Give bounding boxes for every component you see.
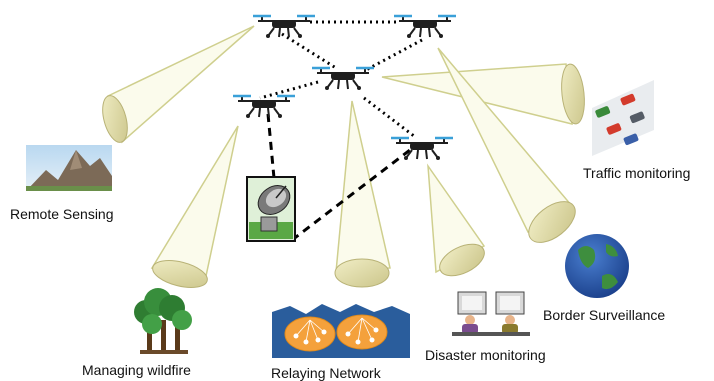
label-remote-sensing: Remote Sensing xyxy=(10,206,114,222)
satellite-dish-icon xyxy=(246,176,296,242)
drone-icon xyxy=(310,66,376,92)
globe-icon xyxy=(565,234,629,298)
drone-icon xyxy=(231,94,297,120)
beam-border xyxy=(437,47,576,243)
computer-operator-icon xyxy=(452,291,530,336)
beam-wildfire xyxy=(150,125,239,288)
drone-icon xyxy=(392,14,458,40)
label-disaster-monitoring: Disaster monitoring xyxy=(425,347,546,363)
label-managing-wildfire: Managing wildfire xyxy=(82,362,191,378)
label-border-surveillance: Border Surveillance xyxy=(543,307,666,323)
drone-icon xyxy=(389,136,455,162)
forest-icon xyxy=(134,288,192,354)
beam-disaster xyxy=(427,163,486,277)
drone-links xyxy=(259,20,423,242)
label-traffic-monitoring: Traffic monitoring xyxy=(583,165,691,181)
mountain-icon xyxy=(26,145,112,191)
beam-remote-sensing xyxy=(102,25,255,144)
car-traffic-icon xyxy=(592,80,654,156)
beam-relaying xyxy=(334,100,391,288)
drone-icon xyxy=(251,14,317,40)
network-icon xyxy=(272,304,410,358)
label-relaying-network: Relaying Network xyxy=(271,365,381,381)
